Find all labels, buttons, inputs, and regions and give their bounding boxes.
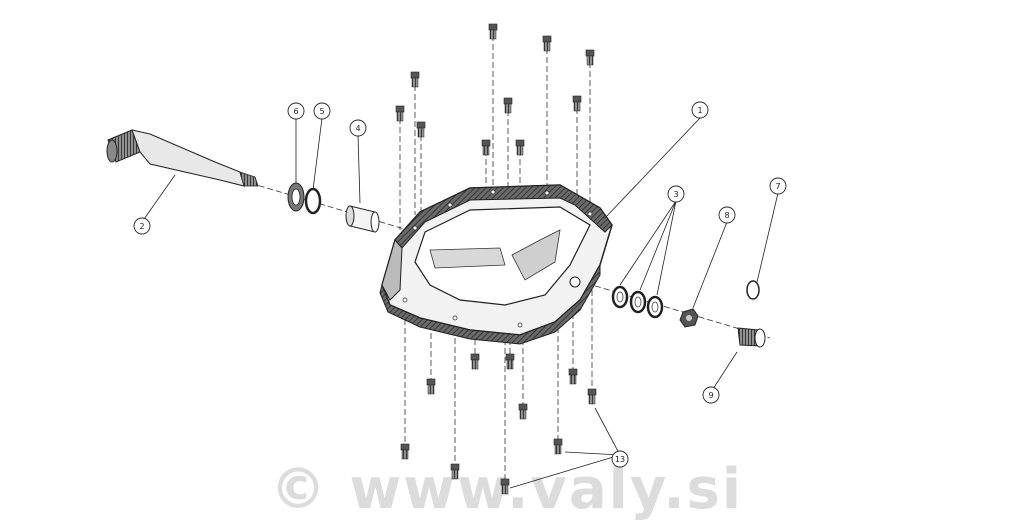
callout-label: 1 bbox=[697, 106, 702, 115]
nut-8 bbox=[679, 308, 699, 328]
pin bbox=[568, 368, 578, 385]
pin bbox=[585, 49, 595, 66]
pin bbox=[410, 71, 420, 88]
callout-3: 3 bbox=[667, 185, 685, 203]
callout-label: 8 bbox=[724, 211, 729, 220]
callout-label: 13 bbox=[615, 455, 625, 464]
callout-1: 1 bbox=[691, 101, 709, 119]
leader-lines bbox=[141, 117, 779, 489]
pin bbox=[505, 353, 515, 370]
pedal-body bbox=[379, 184, 613, 345]
pin bbox=[500, 478, 510, 495]
pin bbox=[481, 139, 491, 156]
pin bbox=[470, 353, 480, 370]
spindle-axle bbox=[106, 129, 259, 187]
seal-6 bbox=[287, 182, 305, 212]
callout-label: 3 bbox=[673, 190, 678, 199]
pin bbox=[553, 438, 563, 455]
seal-5 bbox=[304, 187, 322, 215]
callout-label: 6 bbox=[293, 107, 298, 116]
callout-2: 2 bbox=[133, 217, 151, 235]
pin bbox=[426, 378, 436, 395]
bearings-3 bbox=[611, 285, 664, 319]
callout-label: 7 bbox=[775, 182, 780, 191]
washer-7 bbox=[746, 280, 760, 300]
callout-5: 5 bbox=[313, 102, 331, 120]
pin bbox=[395, 105, 405, 122]
pin bbox=[503, 97, 513, 114]
callout-label: 4 bbox=[355, 124, 360, 133]
bushing-4 bbox=[345, 205, 380, 233]
callouts-group: 1 2 3 4 5 6 7 8 9 13 bbox=[133, 101, 787, 468]
callout-label: 9 bbox=[708, 391, 713, 400]
pin bbox=[572, 95, 582, 112]
callout-4: 4 bbox=[349, 119, 367, 137]
callout-8: 8 bbox=[718, 206, 736, 224]
pin bbox=[542, 35, 552, 52]
pin bbox=[416, 121, 426, 138]
pin bbox=[400, 443, 410, 460]
pin bbox=[488, 23, 498, 40]
end-cap-9 bbox=[737, 327, 766, 348]
callout-7: 7 bbox=[769, 177, 787, 195]
callout-6: 6 bbox=[287, 102, 305, 120]
callout-label: 2 bbox=[139, 222, 144, 231]
pin bbox=[450, 463, 460, 480]
callout-9: 9 bbox=[702, 386, 720, 404]
callout-13: 13 bbox=[611, 450, 629, 468]
pins-group bbox=[395, 23, 597, 495]
pin bbox=[518, 403, 528, 420]
callout-label: 5 bbox=[319, 107, 324, 116]
pin bbox=[587, 388, 597, 405]
pin bbox=[515, 139, 525, 156]
